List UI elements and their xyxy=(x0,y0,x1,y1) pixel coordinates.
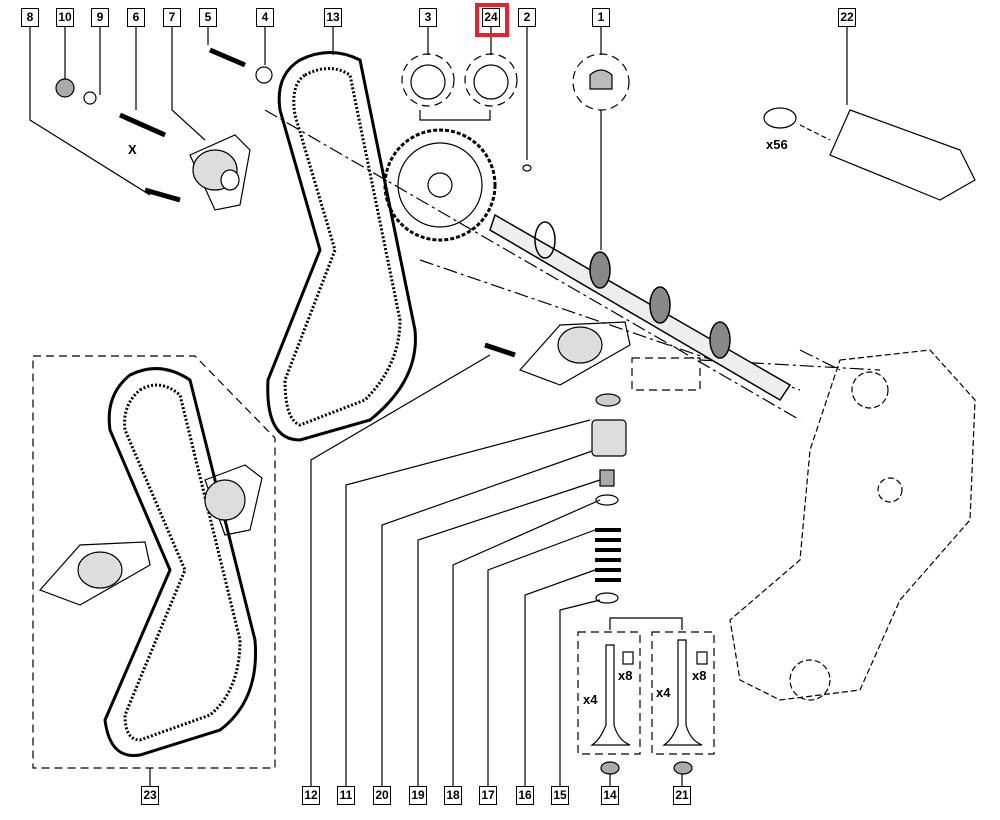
shims-qty: x56 xyxy=(766,137,788,152)
label-4[interactable]: 4 xyxy=(256,8,274,27)
highlight-box xyxy=(475,3,509,37)
label-6[interactable]: 6 xyxy=(127,8,145,27)
label-16[interactable]: 16 xyxy=(516,786,534,805)
tensioner-23a xyxy=(204,464,263,536)
camshaft-sprocket xyxy=(383,128,497,242)
dashed-groups xyxy=(32,53,715,769)
label-12[interactable]: 12 xyxy=(302,786,320,805)
label-15[interactable]: 15 xyxy=(551,786,569,805)
label-5[interactable]: 5 xyxy=(199,8,217,27)
label-11[interactable]: 11 xyxy=(337,786,355,805)
tensioner-7 xyxy=(189,134,251,211)
timing-belt-23 xyxy=(103,367,258,758)
label-18[interactable]: 18 xyxy=(444,786,462,805)
valves xyxy=(589,639,708,775)
valve-train-stack xyxy=(591,393,627,604)
label-8[interactable]: 8 xyxy=(21,8,39,27)
idler-23b xyxy=(38,541,151,606)
x-mark: X xyxy=(128,142,137,157)
shim-tray xyxy=(763,107,976,201)
label-9[interactable]: 9 xyxy=(91,8,109,27)
intake-keeper-qty: x8 xyxy=(618,668,633,683)
label-24-highlighted[interactable]: 24 xyxy=(482,8,500,27)
label-23[interactable]: 23 xyxy=(141,786,159,805)
label-10[interactable]: 10 xyxy=(56,8,74,27)
label-7[interactable]: 7 xyxy=(163,8,181,27)
exhaust-keeper-qty: x8 xyxy=(692,668,707,683)
label-17[interactable]: 17 xyxy=(479,786,497,805)
label-21[interactable]: 21 xyxy=(673,786,691,805)
leader-lines xyxy=(29,26,848,786)
label-22[interactable]: 22 xyxy=(838,8,856,27)
label-14[interactable]: 14 xyxy=(601,786,619,805)
timing-belt-13 xyxy=(266,51,417,442)
intake-valve-qty: x4 xyxy=(583,692,598,707)
label-19[interactable]: 19 xyxy=(409,786,427,805)
cylinder-head xyxy=(729,349,976,701)
label-20[interactable]: 20 xyxy=(373,786,391,805)
idler-12 xyxy=(518,321,631,386)
label-2[interactable]: 2 xyxy=(518,8,536,27)
camshaft xyxy=(489,213,792,402)
label-3[interactable]: 3 xyxy=(419,8,437,27)
exhaust-valve-qty: x4 xyxy=(656,685,671,700)
label-13[interactable]: 13 xyxy=(324,8,342,27)
label-1[interactable]: 1 xyxy=(592,8,610,27)
